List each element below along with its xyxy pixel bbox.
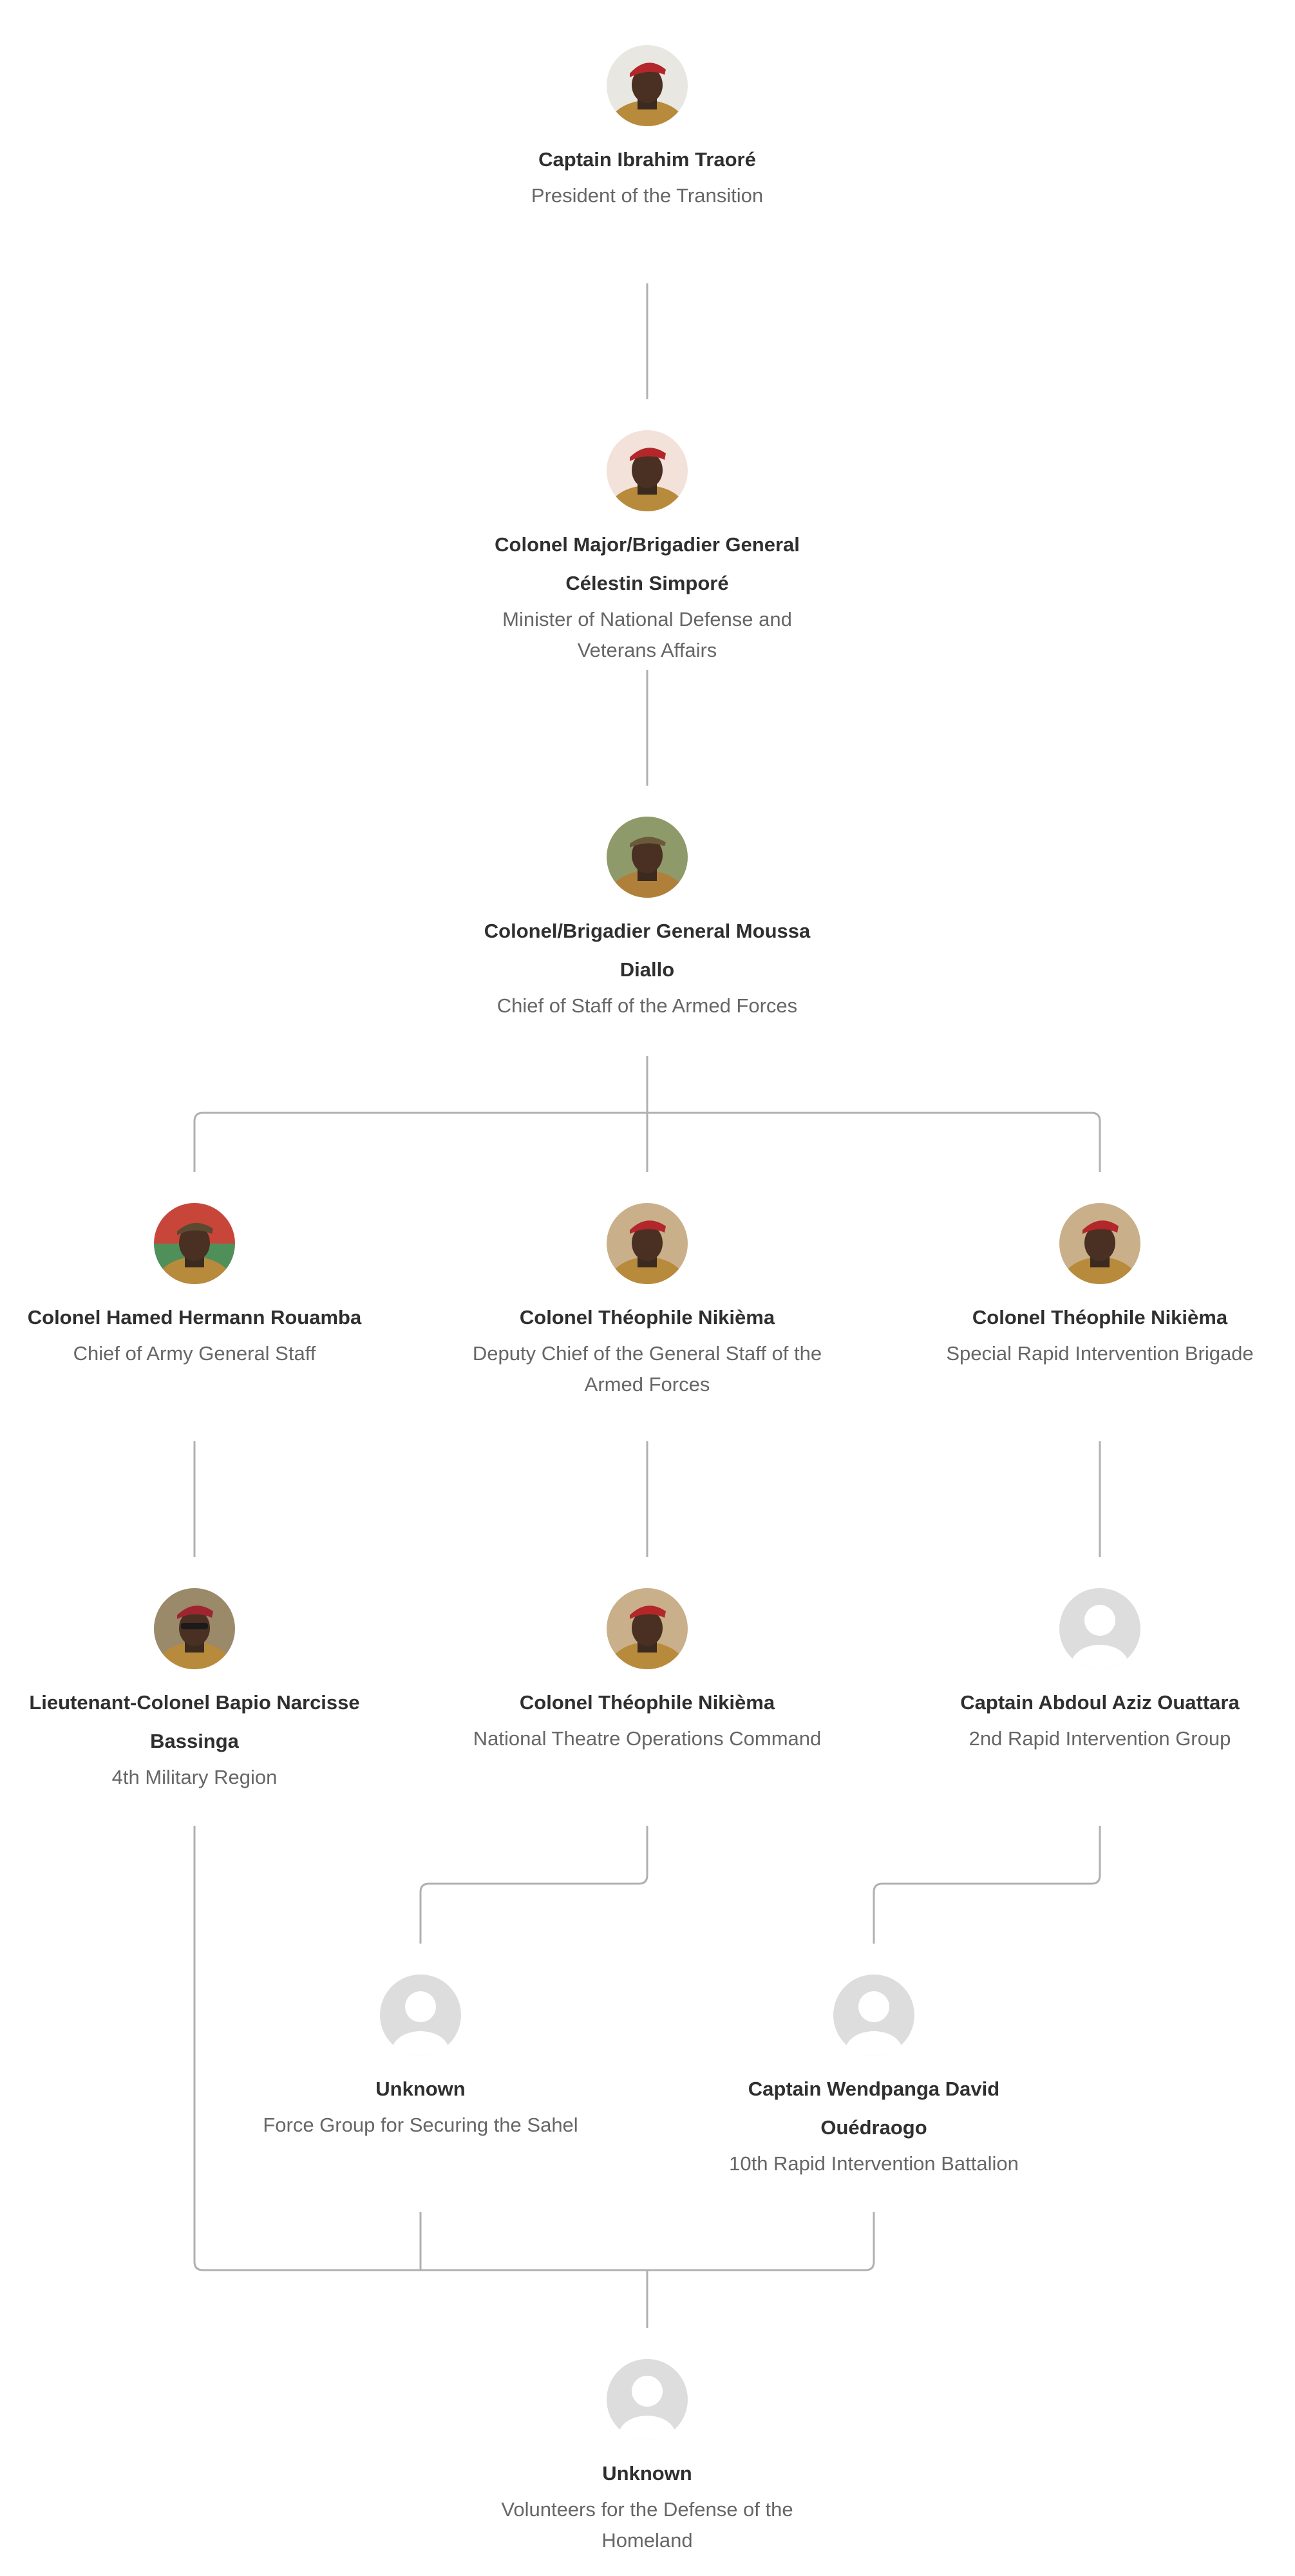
- person-role: Force Group for Securing the Sahel: [263, 2114, 578, 2136]
- person-role: Deputy Chief of the General Staff of the…: [472, 1342, 822, 1396]
- node-nikiema-brigade: Colonel Théophile Nikièma Special Rapid …: [920, 1203, 1280, 1369]
- photo-portrait-icon: [1059, 1203, 1140, 1284]
- photo-portrait-icon: [154, 1588, 235, 1669]
- person-name: Captain Wendpanga David Ouédraogo: [748, 2078, 1000, 2139]
- node-diallo: Colonel/Brigadier General Moussa Diallo …: [467, 817, 827, 1021]
- photo-portrait-icon: [154, 1203, 235, 1284]
- connector-diallo-rouamba: [193, 1112, 647, 1172]
- person-role: Special Rapid Intervention Brigade: [946, 1342, 1254, 1365]
- node-bassinga: Lieutenant-Colonel Bapio Narcisse Bassin…: [14, 1588, 375, 1793]
- user-placeholder-icon: [380, 1975, 461, 2056]
- node-ouattara: Captain Abdoul Aziz Ouattara 2nd Rapid I…: [920, 1588, 1280, 1754]
- user-placeholder-icon: [1059, 1588, 1140, 1669]
- node-traore: Captain Ibrahim Traoré President of the …: [467, 45, 827, 211]
- node-simpore: Colonel Major/Brigadier General Célestin…: [467, 430, 827, 666]
- person-name: Lieutenant-Colonel Bapio Narcisse Bassin…: [29, 1691, 360, 1752]
- person-role: Minister of National Defense and Veteran…: [502, 608, 792, 661]
- node-rouamba: Colonel Hamed Hermann Rouamba Chief of A…: [14, 1203, 375, 1369]
- person-role: 10th Rapid Intervention Battalion: [729, 2152, 1019, 2175]
- person-name: Colonel Théophile Nikièma: [519, 1306, 775, 1329]
- photo-portrait-icon: [607, 1203, 688, 1284]
- person-role: 2nd Rapid Intervention Group: [969, 1727, 1231, 1750]
- photo-portrait-icon: [607, 45, 688, 126]
- person-name: Colonel Major/Brigadier General Célestin…: [495, 533, 800, 594]
- user-placeholder-icon: [833, 1975, 914, 2056]
- node-ouedraogo: Captain Wendpanga David Ouédraogo 10th R…: [694, 1975, 1054, 2179]
- node-nikiema-deputy: Colonel Théophile Nikièma Deputy Chief o…: [467, 1203, 827, 1400]
- person-name: Colonel Hamed Hermann Rouamba: [27, 1306, 362, 1329]
- connector-bassinga-volunteers: [193, 1826, 647, 2271]
- person-role: Volunteers for the Defense of the Homela…: [501, 2498, 793, 2552]
- person-name: Unknown: [375, 2078, 466, 2100]
- person-name: Colonel Théophile Nikièma: [972, 1306, 1228, 1329]
- person-name: Colonel/Brigadier General Moussa Diallo: [484, 920, 811, 981]
- person-role: National Theatre Operations Command: [473, 1727, 822, 1750]
- user-placeholder-icon: [607, 2359, 688, 2440]
- photo-portrait-icon: [607, 430, 688, 511]
- photo-portrait-icon: [607, 817, 688, 898]
- photo-portrait-icon: [607, 1588, 688, 1669]
- person-name: Captain Abdoul Aziz Ouattara: [960, 1691, 1240, 1714]
- person-role: President of the Transition: [531, 184, 764, 207]
- person-role: 4th Military Region: [111, 1766, 278, 1788]
- person-role: Chief of Army General Staff: [73, 1342, 316, 1365]
- person-name: Colonel Théophile Nikièma: [519, 1691, 775, 1714]
- node-unknown-sahel: Unknown Force Group for Securing the Sah…: [240, 1975, 601, 2141]
- connector-sahel-volunteers: [419, 2212, 647, 2271]
- person-name: Captain Ibrahim Traoré: [538, 148, 756, 171]
- connector-ouedraogo-volunteers: [647, 2212, 875, 2271]
- connector-diallo-brigade: [647, 1112, 1101, 1172]
- node-unknown-volunteers: Unknown Volunteers for the Defense of th…: [467, 2359, 827, 2556]
- node-nikiema-theatre: Colonel Théophile Nikièma National Theat…: [467, 1588, 827, 1754]
- person-name: Unknown: [602, 2462, 692, 2485]
- connector-theatre-sahel: [419, 1826, 648, 1944]
- person-role: Chief of Staff of the Armed Forces: [496, 994, 798, 1017]
- connector-ouattara-ouedraogo: [873, 1826, 1101, 1944]
